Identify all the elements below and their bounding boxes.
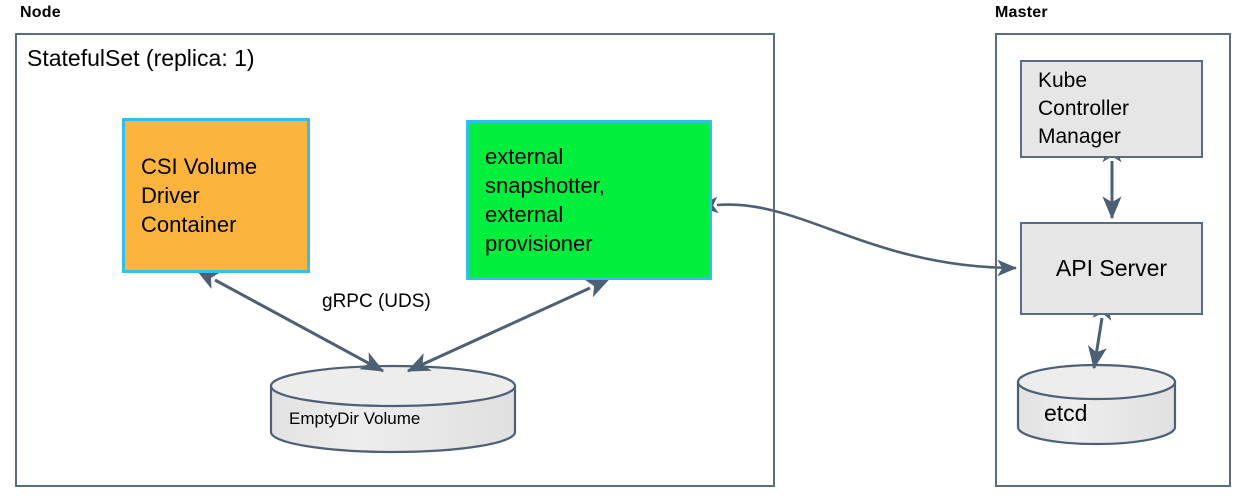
- edge-sidecars-emptydir: [406, 279, 610, 373]
- edge-label-grpc-uds: gRPC (UDS): [322, 291, 431, 312]
- etcd-cylinder: [1016, 363, 1177, 446]
- group-caption-master: Master: [995, 4, 1048, 21]
- group-caption-node: Node: [20, 4, 61, 21]
- etcd-label: etcd: [1044, 400, 1088, 426]
- emptydir-volume-label: EmptyDir Volume: [289, 409, 421, 428]
- api-server-box[interactable]: API Server: [1020, 222, 1203, 315]
- node-container: [15, 33, 775, 487]
- external-sidecars-label: external snapshotter, external provision…: [485, 143, 605, 257]
- kube-controller-manager-label: Kube Controller Manager: [1038, 69, 1130, 148]
- emptydir-volume-cylinder: [269, 364, 517, 454]
- edge-apiserver-etcd: [1087, 296, 1112, 370]
- api-server-label: API Server: [1055, 255, 1168, 282]
- csi-volume-driver-container-box[interactable]: CSI Volume Driver Container: [122, 118, 310, 273]
- statefulset-title: StatefulSet (replica: 1): [27, 45, 255, 71]
- external-sidecars-box[interactable]: external snapshotter, external provision…: [466, 120, 712, 280]
- kube-controller-manager-box[interactable]: Kube Controller Manager: [1020, 60, 1203, 158]
- edge-sidecars-apiserver: [698, 196, 1018, 277]
- csi-volume-driver-container-label: CSI Volume Driver Container: [141, 153, 258, 238]
- master-container: [995, 33, 1231, 487]
- edge-grpc-uds: [196, 269, 385, 373]
